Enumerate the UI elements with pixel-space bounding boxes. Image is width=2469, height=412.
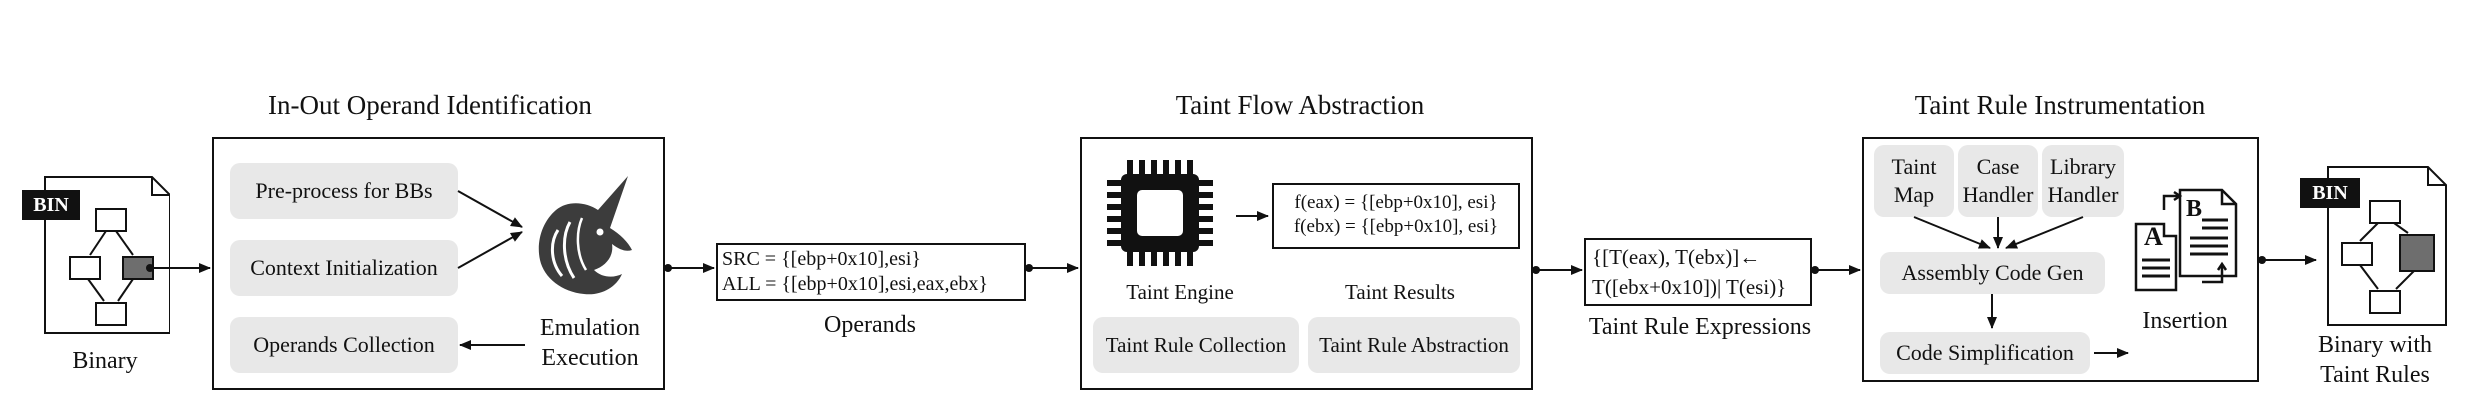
section-title-taint-rule-instrumentation: Taint Rule Instrumentation	[1914, 90, 2206, 120]
output-label-line1: Binary with	[2318, 332, 2432, 358]
insertion-label: Insertion	[2142, 308, 2228, 334]
emulation-label-line2: Execution	[541, 345, 639, 371]
taint-results-label: Taint Results	[1345, 280, 1455, 304]
operands-box: SRC = {[ebp+0x10],esi} ALL = {[ebp+0x10]…	[716, 243, 1026, 301]
case-handler-line1: Case	[1976, 154, 2020, 179]
connector-dot	[1532, 266, 1540, 274]
connector-dot	[1025, 264, 1033, 272]
library-handler-box: Library Handler	[2042, 145, 2124, 217]
library-handler-line1: Library	[2050, 154, 2116, 179]
binary-label: Binary	[72, 348, 138, 374]
taint-engine-chip-icon	[1105, 158, 1215, 268]
assembly-code-gen-box: Assembly Code Gen	[1880, 252, 2105, 294]
taint-results-box: f(eax) = {[ebp+0x10], esi} f(ebx) = {[eb…	[1272, 183, 1520, 249]
connector-dot	[1811, 266, 1819, 274]
taint-map-line1: Taint	[1891, 154, 1937, 179]
arrow-preprocess-to-emulator	[457, 190, 523, 228]
output-label-line2: Taint Rules	[2320, 362, 2430, 388]
emulation-label-line1: Emulation	[540, 315, 640, 341]
context-initialization-box: Context Initialization	[230, 240, 458, 296]
taint-map-line2: Map	[1893, 182, 1935, 207]
bin-badge: BIN	[22, 190, 80, 220]
section-title-operand-identification: In-Out Operand Identification	[268, 90, 592, 120]
section-title-taint-flow: Taint Flow Abstraction	[1175, 90, 1425, 120]
operands-collection-box: Operands Collection	[230, 317, 458, 373]
insertion-documents-icon	[2130, 186, 2245, 296]
code-simplification-box: Code Simplification	[1880, 332, 2090, 374]
arrow-library-handler-to-codegen	[2005, 216, 2084, 249]
expression-line1: {[T(eax), T(ebx)]←	[1592, 245, 1761, 269]
output-bin-badge: BIN	[2300, 178, 2360, 208]
operands-label: Operands	[824, 312, 916, 338]
operands-src: SRC = {[ebp+0x10],esi}	[722, 248, 921, 270]
taint-rule-abstraction-box: Taint Rule Abstraction	[1308, 317, 1520, 373]
preprocess-bbs-box: Pre-process for BBs	[230, 163, 458, 219]
taint-engine-label: Taint Engine	[1126, 280, 1234, 304]
emulation-execution-label: Emulation Execution	[525, 313, 655, 373]
operands-all: ALL = {[ebp+0x10],esi,eax,ebx}	[722, 273, 988, 295]
taint-rule-expressions-label: Taint Rule Expressions	[1588, 314, 1812, 340]
taint-rule-collection-box: Taint Rule Collection	[1093, 317, 1299, 373]
taint-result-ebx: f(ebx) = {[ebp+0x10], esi}	[1293, 216, 1499, 237]
connector-dot	[664, 264, 672, 272]
library-handler-line2: Handler	[2047, 182, 2119, 207]
connector-dot	[146, 264, 154, 272]
arrow-taint-map-to-codegen	[1913, 216, 1991, 249]
expression-line2: T([ebx+0x10])| T(esi)}	[1592, 275, 1787, 299]
doc-letter-a: A	[2144, 222, 2163, 251]
connector-dot	[2258, 256, 2266, 264]
binary-with-taint-rules-label: Binary with Taint Rules	[2305, 330, 2445, 390]
case-handler-line2: Handler	[1962, 182, 2034, 207]
doc-letter-b: B	[2186, 196, 2203, 222]
taint-rule-expressions-box: {[T(eax), T(ebx)]← T([ebx+0x10])| T(esi)…	[1584, 238, 1812, 306]
arrow-context-to-emulator	[457, 231, 523, 269]
taint-map-box: Taint Map	[1874, 145, 1954, 217]
taint-result-eax: f(eax) = {[ebp+0x10], esi}	[1294, 192, 1498, 213]
case-handler-box: Case Handler	[1958, 145, 2038, 217]
unicorn-emulator-icon	[528, 170, 648, 300]
